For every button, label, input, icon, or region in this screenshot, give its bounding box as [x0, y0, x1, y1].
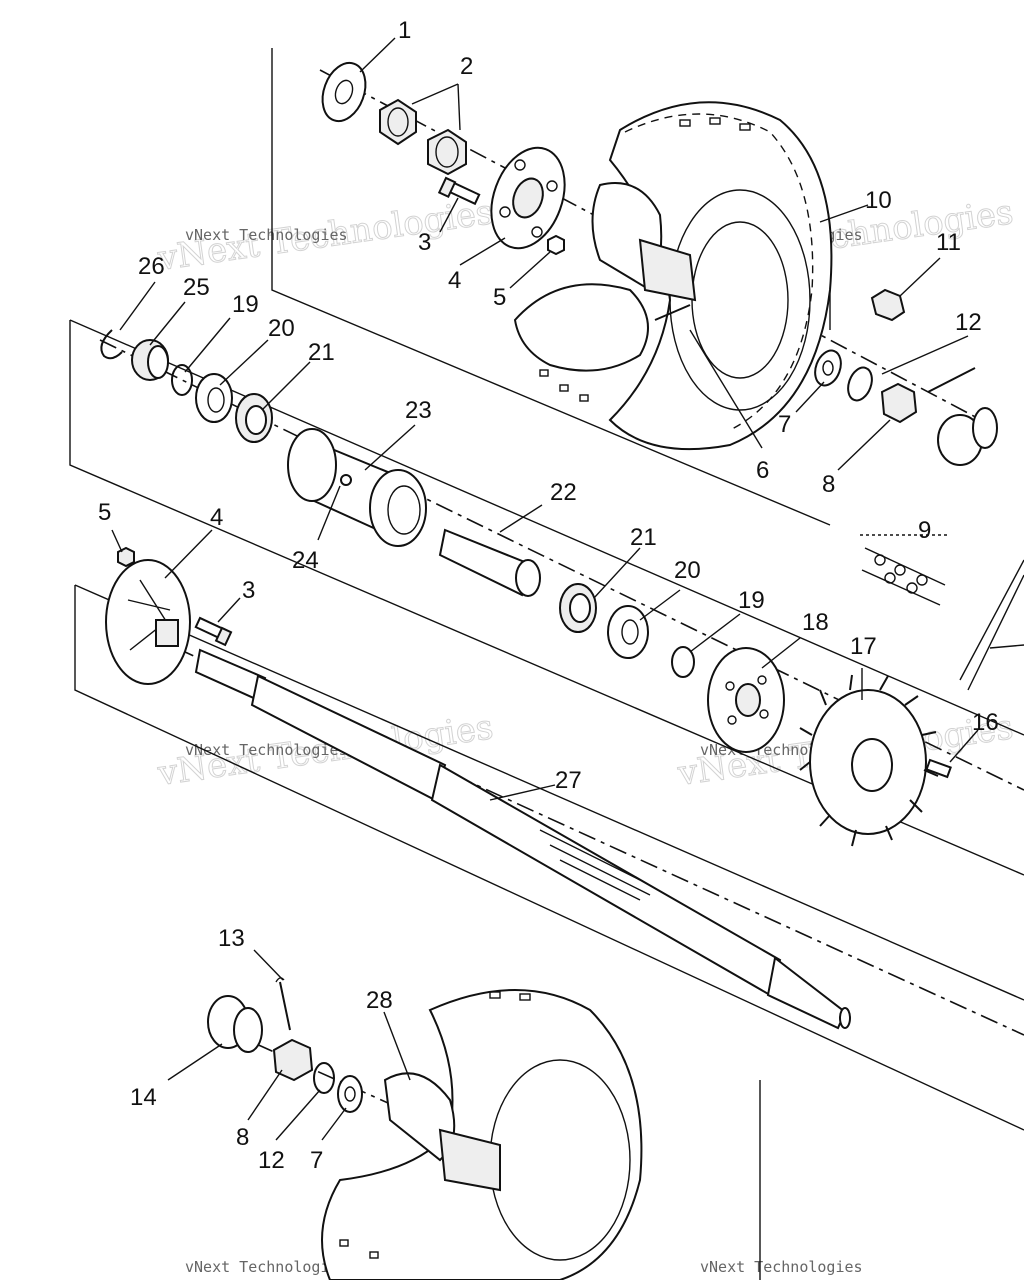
callout-5-lower: 5	[98, 499, 111, 526]
oring-part-19-right	[671, 646, 695, 678]
oring-part-19-left	[171, 364, 193, 396]
bolt-part-3-top	[437, 176, 481, 206]
seal-part-20-left	[195, 373, 233, 423]
spacer-part-25	[131, 339, 169, 381]
callout-26: 26	[138, 253, 165, 280]
watermark-small-1: vNext Technologies	[185, 226, 348, 244]
watermark-small-6: vNext Technologies	[700, 1258, 863, 1276]
callout-28: 28	[366, 987, 393, 1014]
nut-part-5-lower	[117, 546, 135, 568]
oring-part-12-top	[847, 366, 873, 402]
callout-14: 14	[130, 1084, 157, 1111]
callout-20-left: 20	[268, 315, 295, 342]
callout-24: 24	[292, 547, 319, 574]
wheel-top-tread-holes	[539, 117, 751, 402]
callout-22: 22	[550, 479, 577, 506]
cap-part-14-top	[937, 407, 998, 466]
wheel-bottom-tread-holes	[339, 991, 531, 1259]
callout-8-top: 8	[822, 471, 835, 498]
bearing-part-21-right	[559, 583, 597, 633]
callout-18: 18	[802, 609, 829, 636]
sprocket-part-17	[799, 674, 939, 847]
callout-6: 6	[756, 457, 769, 484]
cap-part-14-lower	[207, 995, 263, 1053]
oring-part-12-lower	[313, 1062, 335, 1094]
callout-4-top: 4	[448, 267, 461, 294]
callout-7-top: 7	[778, 411, 791, 438]
callout-3-top: 3	[418, 229, 431, 256]
callout-1: 1	[398, 17, 411, 44]
callout-21-right: 21	[630, 524, 657, 551]
callout-4-lower: 4	[210, 504, 223, 531]
sprocket-hub-part-18	[707, 647, 785, 753]
callout-7-lower: 7	[310, 1147, 323, 1174]
hub-part-4-lower	[105, 559, 191, 685]
callout-16: 16	[972, 709, 999, 736]
callout-20-right: 20	[674, 557, 701, 584]
callout-5-top: 5	[493, 284, 506, 311]
callout-27: 27	[555, 767, 582, 794]
callout-23: 23	[405, 397, 432, 424]
grease-fitting-part-24	[340, 474, 352, 486]
bolt-part-16	[925, 758, 952, 779]
carrier-part-23	[287, 428, 427, 547]
nut-part-11	[870, 288, 906, 322]
cotter-pin-top	[927, 367, 976, 393]
watermark-small-3: vNext Technologies	[185, 741, 348, 759]
nut-part-5-top	[547, 234, 565, 256]
callout-3-lower: 3	[242, 577, 255, 604]
washer-part-1	[321, 61, 367, 123]
callout-25: 25	[183, 274, 210, 301]
leader-lines	[111, 37, 979, 1141]
bearing-part-21-left	[235, 393, 273, 443]
callout-19-left: 19	[232, 291, 259, 318]
axle-part-27	[194, 648, 851, 1030]
valve-part-6	[654, 304, 691, 321]
wheel-bottom	[321, 989, 643, 1280]
callout-9: 9	[918, 517, 931, 544]
callout-12-lower: 12	[258, 1147, 285, 1174]
washer-part-7-lower	[337, 1075, 363, 1113]
callout-2: 2	[460, 53, 473, 80]
chain-strand-right	[959, 559, 1024, 691]
callout-13: 13	[218, 925, 245, 952]
hub-part-4-top	[490, 146, 566, 250]
wheel-top	[513, 101, 833, 451]
snap-ring-part-26	[100, 329, 123, 360]
callout-21-left: 21	[308, 339, 335, 366]
spacer-tube-part-22	[438, 528, 541, 597]
nuts-part-2	[379, 98, 467, 176]
castle-nut-part-8-lower	[272, 1038, 314, 1082]
callout-8-lower: 8	[236, 1124, 249, 1151]
callout-labels: 1 2 3 4 5 6 7 8 9 10 11 12 13 14 16 17 1…	[98, 17, 999, 1174]
bolt-part-3-lower	[194, 616, 233, 647]
cotter-pin-part-13	[275, 977, 291, 1031]
chain-part-9	[860, 534, 950, 606]
callout-10: 10	[865, 187, 892, 214]
callout-12-top: 12	[955, 309, 982, 336]
bracket-lines	[69, 48, 1024, 1280]
castle-nut-part-8-top	[880, 382, 918, 424]
seal-part-20-right	[607, 605, 649, 659]
callout-19-right: 19	[738, 587, 765, 614]
callout-17: 17	[850, 633, 877, 660]
callout-11: 11	[936, 229, 961, 256]
watermark-small-5: vNext Technologies	[185, 1258, 348, 1276]
